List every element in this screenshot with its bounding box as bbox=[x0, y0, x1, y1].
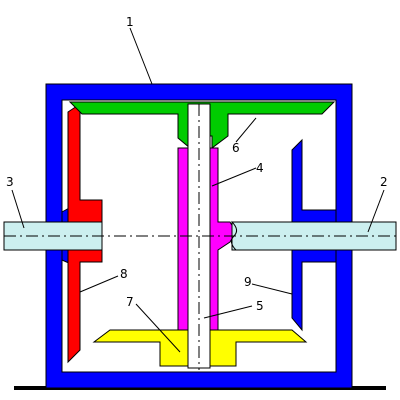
leader-7 bbox=[135, 303, 181, 353]
leader-3 bbox=[11, 189, 25, 229]
housing-right-boss-lower bbox=[291, 249, 337, 332]
housing-right-boss bbox=[291, 138, 337, 223]
leader-5 bbox=[203, 305, 253, 319]
leader-1 bbox=[129, 27, 153, 85]
callout-8: 8 bbox=[120, 267, 128, 281]
callout-1: 1 bbox=[126, 15, 134, 29]
leader-9 bbox=[251, 283, 293, 295]
housing-frame bbox=[45, 83, 353, 389]
leader-4 bbox=[211, 167, 257, 187]
callout-7: 7 bbox=[126, 295, 134, 309]
callout-6: 6 bbox=[232, 141, 240, 155]
leader-8 bbox=[79, 275, 119, 293]
leader-2 bbox=[367, 189, 385, 233]
callout-4: 4 bbox=[256, 161, 264, 175]
callout-9: 9 bbox=[244, 275, 252, 289]
callout-2: 2 bbox=[380, 175, 388, 189]
leader-6 bbox=[235, 117, 257, 143]
callout-3: 3 bbox=[6, 175, 14, 189]
callout-5: 5 bbox=[256, 299, 264, 313]
